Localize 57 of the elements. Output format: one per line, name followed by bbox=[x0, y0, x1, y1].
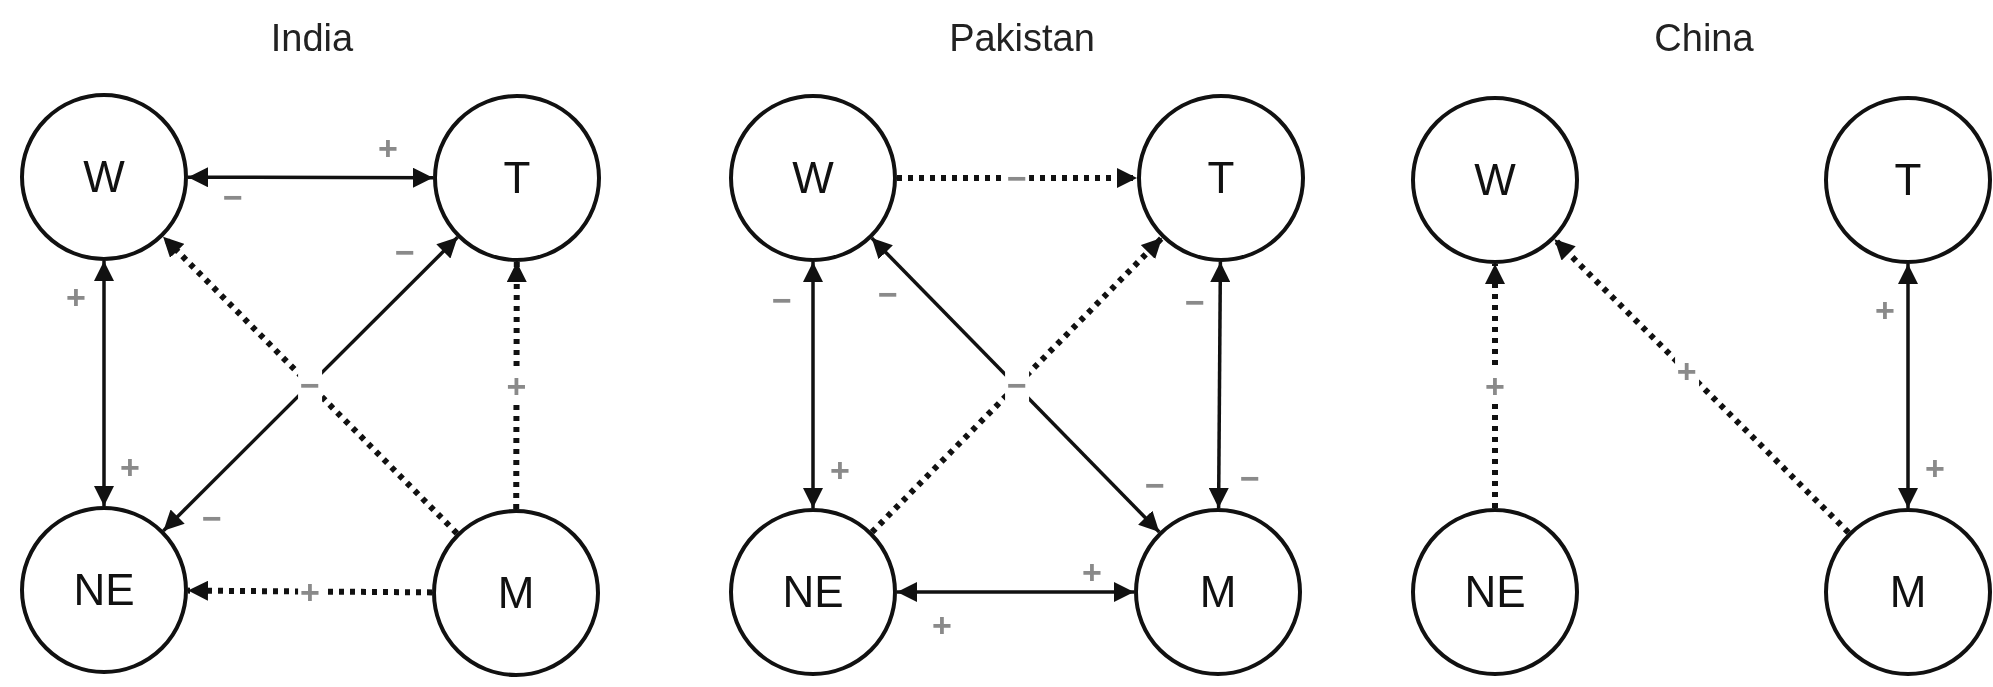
node-label: NE bbox=[781, 567, 845, 617]
node-label: M bbox=[1888, 567, 1928, 617]
panel-title: Pakistan bbox=[949, 19, 1095, 57]
dotted-arrow bbox=[1552, 237, 1851, 535]
sign-label: − bbox=[878, 277, 898, 311]
node-label: T bbox=[502, 153, 532, 203]
dotted-arrow bbox=[187, 580, 433, 601]
sign-label: + bbox=[1082, 555, 1102, 589]
sign-label: + bbox=[1925, 451, 1945, 485]
circle-node bbox=[1411, 96, 1579, 264]
node-label: NE bbox=[1463, 567, 1527, 617]
circle-node bbox=[1824, 96, 1992, 264]
arrow bbox=[188, 167, 433, 188]
dotted-arrow bbox=[506, 262, 527, 509]
panel-title: India bbox=[270, 19, 354, 57]
node-label: T bbox=[1893, 155, 1923, 205]
node-label: W bbox=[791, 153, 835, 203]
circle-node bbox=[729, 508, 897, 676]
circle-node bbox=[20, 506, 188, 674]
sign-label: − bbox=[1185, 285, 1205, 319]
node-label: T bbox=[1206, 153, 1236, 203]
sign-label: + bbox=[932, 608, 952, 642]
edge-label: + bbox=[1674, 354, 1699, 389]
arrow bbox=[1208, 262, 1231, 508]
circle-node bbox=[1134, 508, 1302, 676]
circle-node bbox=[1137, 94, 1305, 262]
sign-label: + bbox=[120, 450, 140, 484]
arrow bbox=[1898, 264, 1918, 508]
sign-label: − bbox=[1240, 461, 1260, 495]
sign-label: − bbox=[772, 283, 792, 317]
sign-label: − bbox=[1145, 468, 1165, 502]
node-label: NE bbox=[72, 565, 136, 615]
node-label: W bbox=[82, 152, 126, 202]
sign-label: + bbox=[66, 280, 86, 314]
node-label: W bbox=[1473, 155, 1517, 205]
circle-node bbox=[1824, 508, 1992, 676]
sign-label: − bbox=[202, 501, 222, 535]
circle-node bbox=[432, 509, 600, 677]
arrow bbox=[94, 261, 114, 506]
sign-label: + bbox=[830, 453, 850, 487]
dotted-arrow bbox=[1485, 264, 1505, 508]
dotted-arrow bbox=[897, 168, 1137, 188]
arrow bbox=[803, 262, 823, 508]
edge-label: − bbox=[298, 368, 322, 402]
circle-node bbox=[729, 94, 897, 262]
panel-title: China bbox=[1654, 19, 1754, 57]
edge-label: − bbox=[1005, 368, 1029, 402]
circle-node bbox=[433, 94, 601, 262]
sign-label: + bbox=[1875, 293, 1895, 327]
sign-label: + bbox=[378, 131, 398, 165]
sign-label: − bbox=[395, 235, 415, 269]
node-label: M bbox=[496, 568, 536, 618]
circle-node bbox=[1411, 508, 1579, 676]
node-label: M bbox=[1198, 567, 1238, 617]
arrow bbox=[897, 582, 1134, 602]
circle-node bbox=[20, 93, 188, 261]
sign-label: − bbox=[223, 180, 243, 214]
